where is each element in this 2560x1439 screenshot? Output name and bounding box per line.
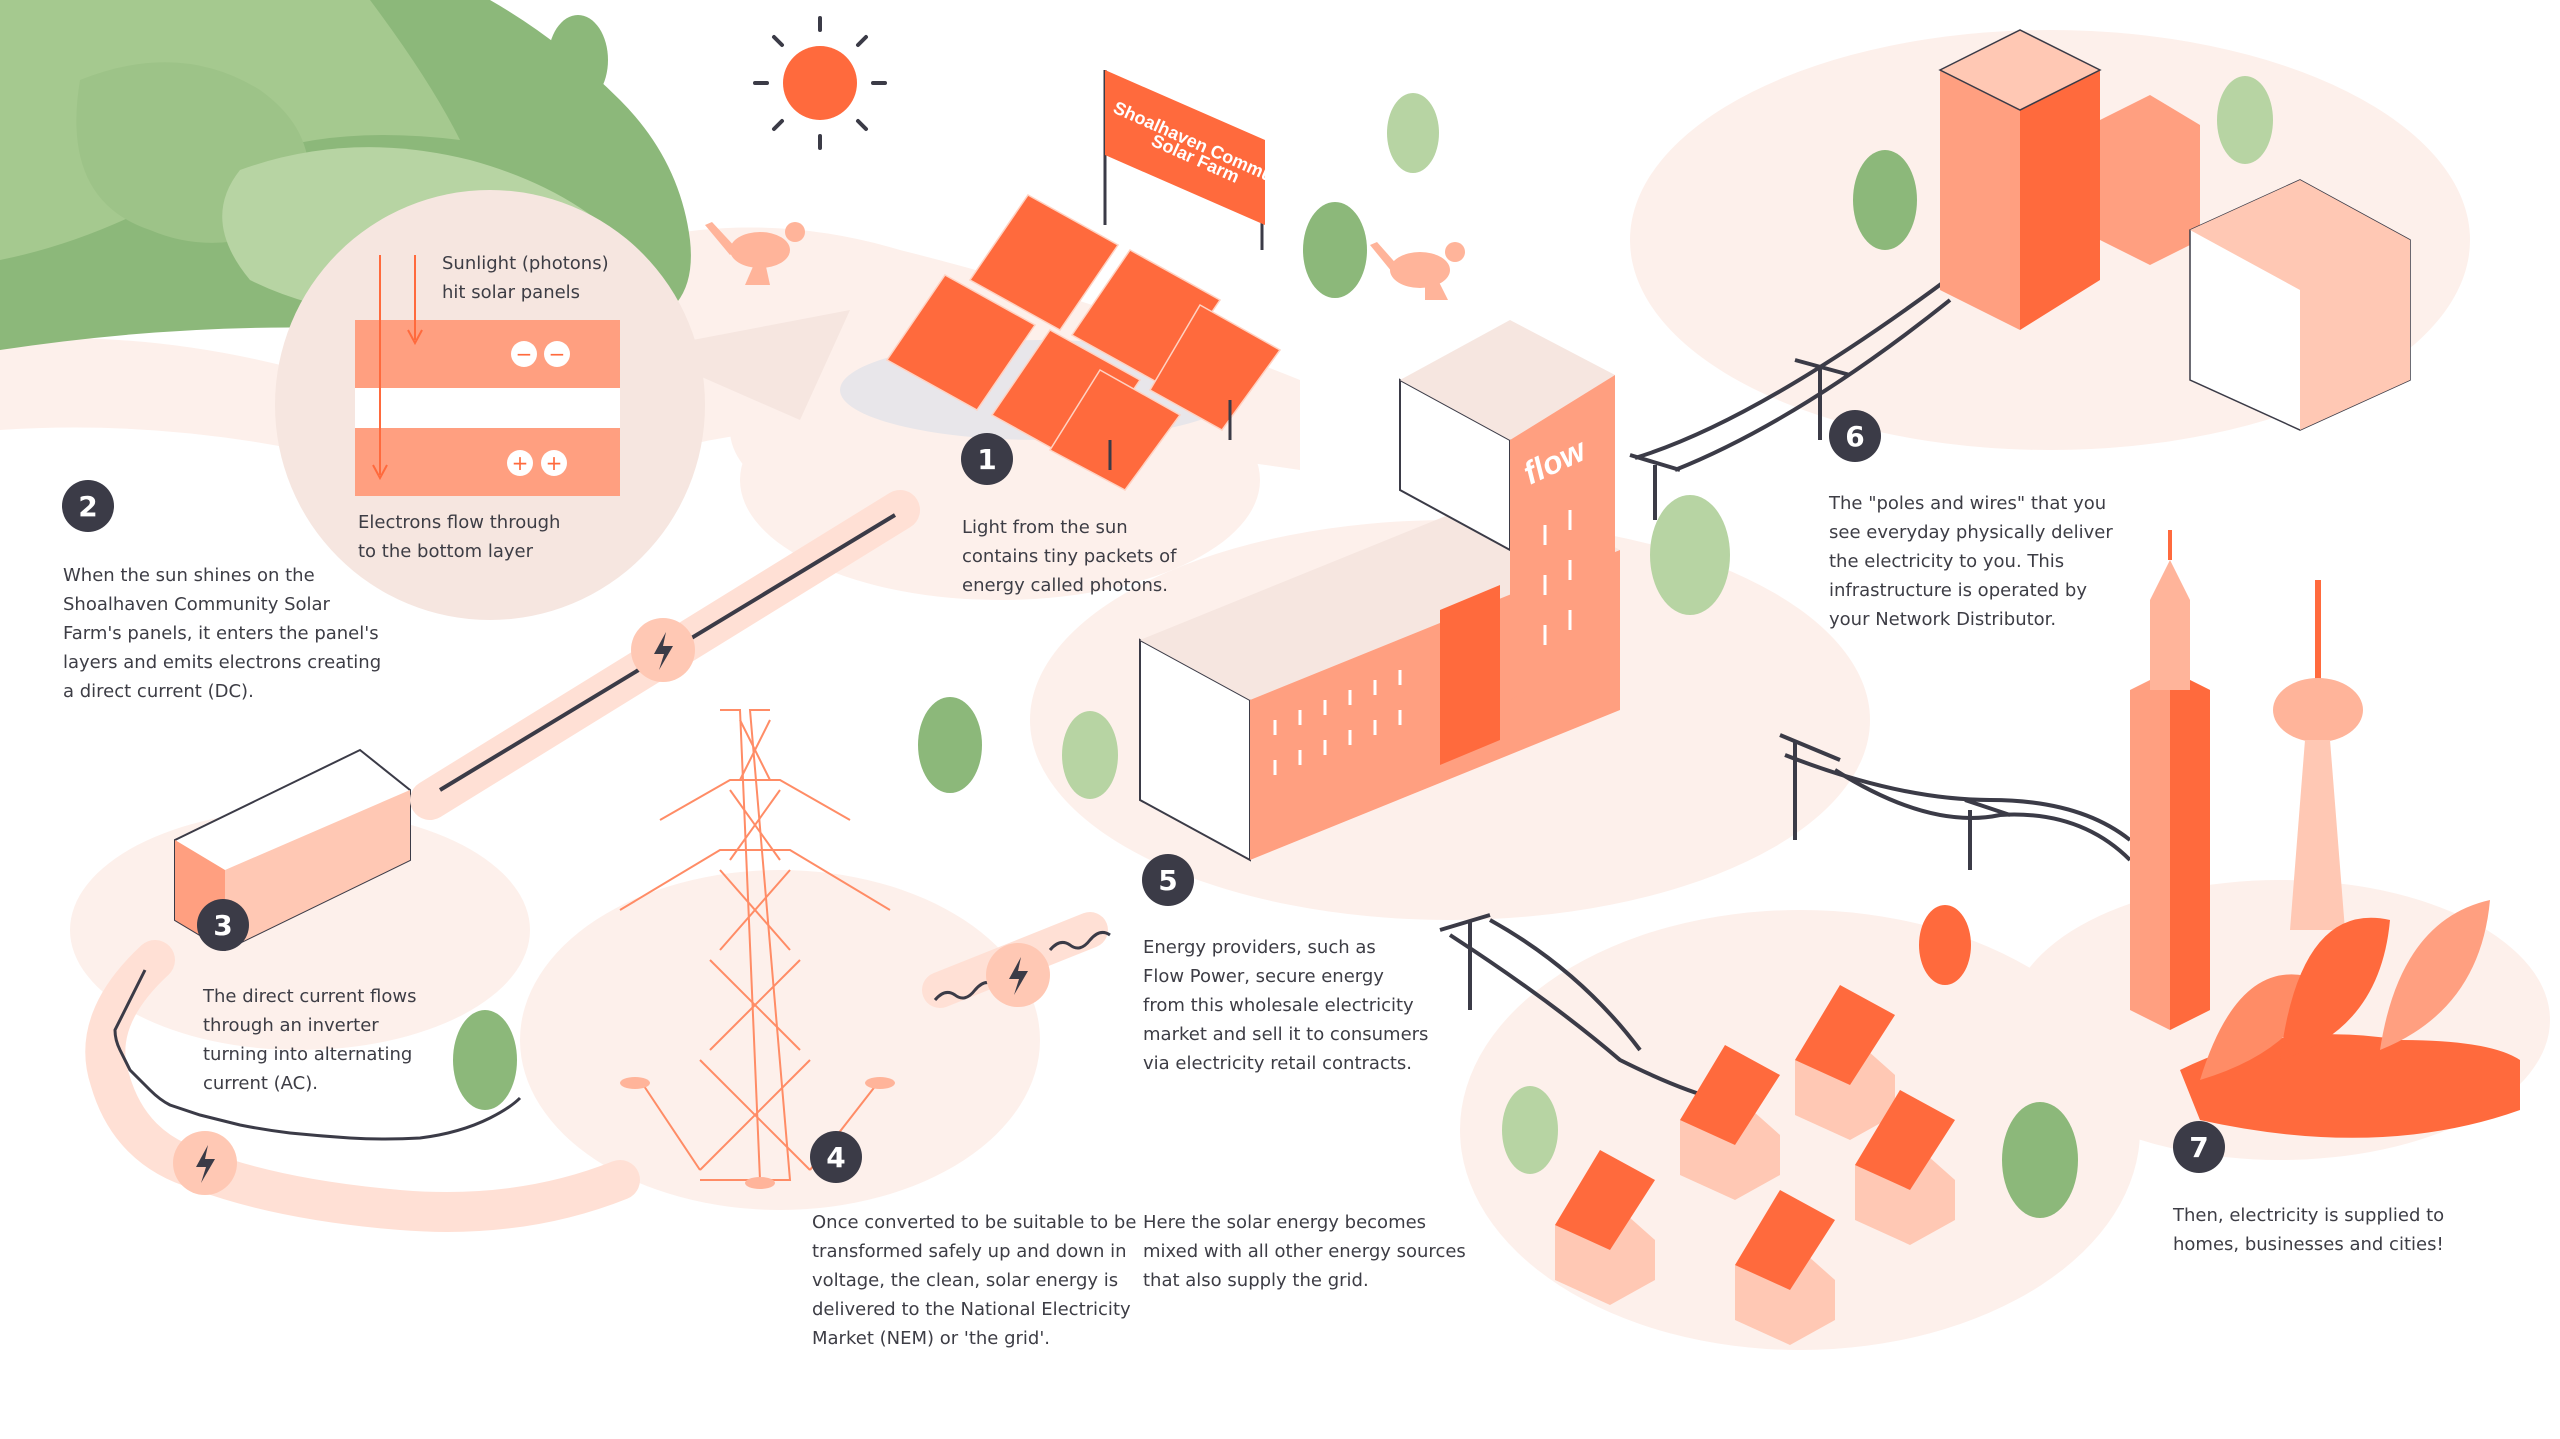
svg-text:2: 2 [78, 490, 97, 523]
house-icon [1735, 1190, 1835, 1345]
plus-icon: + [512, 451, 529, 475]
step-7-text: Then, electricity is supplied to homes, … [2173, 1205, 2445, 1255]
lightning-icon [631, 618, 695, 682]
step-5-text: Energy providers, such as Flow Power, se… [1143, 937, 1429, 1074]
kangaroo-icon [705, 222, 805, 285]
solar-farm-sign: Shoalhaven Community Solar Farm [1103, 70, 1306, 250]
flow-power-building: flow [1139, 320, 1620, 862]
step-badge-3: 3 [197, 899, 249, 951]
svg-text:3: 3 [213, 909, 232, 942]
svg-text:4: 4 [826, 1141, 845, 1174]
kangaroo-icon [1370, 242, 1465, 300]
house-icon [1555, 1150, 1655, 1305]
plus-icon: + [546, 451, 563, 475]
step-badge-5: 5 [1142, 854, 1194, 906]
step-badge-6: 6 [1829, 410, 1881, 462]
office-buildings [1938, 29, 2411, 431]
step-4-text: Once converted to be suitable to be tran… [812, 1212, 1137, 1349]
sun-icon [753, 16, 887, 150]
step-badge-2: 2 [62, 480, 114, 532]
lightning-icon [986, 943, 1050, 1007]
city-landmarks [2130, 530, 2520, 1138]
step-badge-4: 4 [810, 1131, 862, 1183]
house-icon [1795, 985, 1895, 1140]
solar-panel-layer-callout: − − + + [275, 190, 850, 620]
svg-text:1: 1 [977, 443, 996, 476]
house-icon [1855, 1090, 1955, 1245]
transmission-tower-icon [619, 709, 895, 1189]
step-badge-7: 7 [2173, 1121, 2225, 1173]
step-6-text: The "poles and wires" that you see every… [1829, 493, 2113, 630]
power-line-icon [1439, 268, 2132, 1102]
lightning-icon [173, 1131, 237, 1195]
minus-icon: − [516, 342, 533, 366]
step-1-text: Light from the sun contains tiny packets… [962, 517, 1177, 596]
callout-top-text: Sunlight (photons) hit solar panels [442, 253, 609, 303]
house-icon [1680, 1045, 1780, 1200]
inverter-icon [174, 748, 411, 952]
step-3-text: The direct current flows through an inve… [203, 986, 417, 1094]
minus-icon: − [549, 342, 566, 366]
solar-panel-array [840, 194, 1282, 491]
svg-text:5: 5 [1158, 864, 1177, 897]
callout-bottom-text: Electrons flow through to the bottom lay… [358, 512, 561, 562]
svg-text:7: 7 [2189, 1131, 2208, 1164]
svg-text:6: 6 [1845, 420, 1864, 453]
step-2-text: When the sun shines on the Shoalhaven Co… [63, 565, 382, 702]
nem-mix-text: Here the solar energy becomes mixed with… [1143, 1212, 1466, 1291]
tree-icon [453, 15, 2273, 1218]
step-badge-1: 1 [961, 433, 1013, 485]
